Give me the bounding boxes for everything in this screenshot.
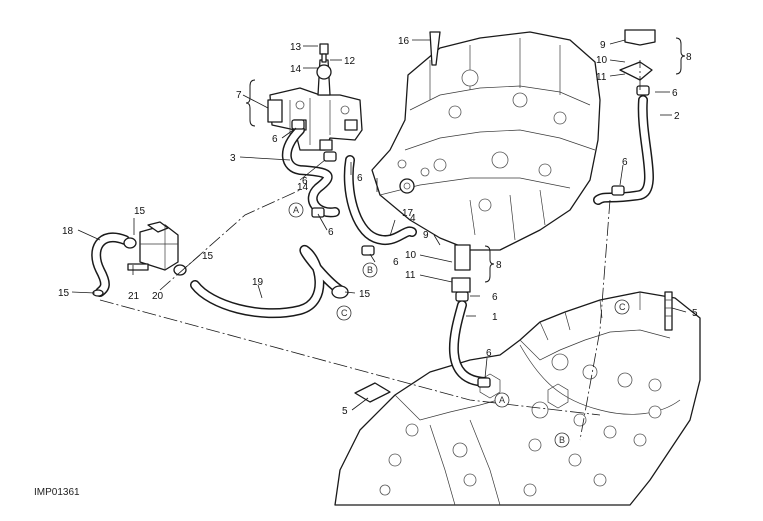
ref-letter-c: C bbox=[619, 302, 626, 312]
bracket-assembly bbox=[267, 59, 363, 151]
ref-letter-c: C bbox=[341, 308, 348, 318]
callout-17: 17 bbox=[402, 208, 414, 219]
spark-plugs bbox=[354, 291, 673, 403]
callout-15: 15 bbox=[58, 288, 70, 299]
brace-8-mid bbox=[484, 245, 495, 283]
callout-8: 8 bbox=[496, 260, 502, 271]
callout-11: 11 bbox=[405, 270, 416, 281]
callout-15: 15 bbox=[359, 289, 371, 300]
callout-14: 14 bbox=[297, 182, 309, 193]
callout-20: 20 bbox=[152, 291, 164, 302]
leader-lines bbox=[71, 39, 687, 411]
reference-markers: A A B B C C bbox=[288, 202, 630, 448]
callout-3: 3 bbox=[230, 153, 236, 164]
callout-15: 15 bbox=[202, 251, 214, 262]
callout-10: 10 bbox=[596, 55, 608, 66]
callout-14: 14 bbox=[290, 64, 302, 75]
ref-letter-b: B bbox=[559, 435, 565, 445]
callout-4: 4 bbox=[410, 213, 416, 224]
drawing-code: IMP01361 bbox=[34, 487, 80, 498]
callout-numbers: 1 2 3 4 5 5 6 6 6 6 6 6 6 6 6 7 8 8 9 9 … bbox=[58, 36, 698, 417]
callout-9: 9 bbox=[600, 40, 606, 51]
callout-6: 6 bbox=[272, 134, 278, 145]
callout-21: 21 bbox=[128, 291, 140, 302]
airbox-housing bbox=[371, 31, 601, 251]
hose-clips bbox=[291, 85, 650, 388]
callout-19: 19 bbox=[252, 277, 264, 288]
callout-2: 2 bbox=[674, 111, 680, 122]
callout-12: 12 bbox=[344, 56, 356, 67]
callout-15: 15 bbox=[134, 206, 146, 217]
callout-9: 9 bbox=[423, 230, 429, 241]
callout-6: 6 bbox=[328, 227, 334, 238]
air-valve bbox=[92, 221, 349, 299]
phantom-lines bbox=[99, 60, 641, 441]
sensors bbox=[399, 29, 656, 293]
brace-8-top bbox=[675, 37, 686, 75]
callout-16: 16 bbox=[398, 36, 410, 47]
callout-5: 5 bbox=[692, 308, 698, 319]
callout-1: 1 bbox=[492, 312, 498, 323]
ref-letter-a: A bbox=[499, 395, 505, 405]
callout-6: 6 bbox=[492, 292, 498, 303]
callout-6: 6 bbox=[393, 257, 399, 268]
callout-14-lower-6: 6 bbox=[302, 176, 308, 187]
callout-13: 13 bbox=[290, 42, 302, 53]
callout-6: 6 bbox=[357, 173, 363, 184]
hoses bbox=[91, 95, 654, 387]
engine-block bbox=[334, 291, 701, 506]
callout-5: 5 bbox=[342, 406, 348, 417]
callout-6: 6 bbox=[672, 88, 678, 99]
callout-7: 7 bbox=[236, 90, 242, 101]
screw-12-13 bbox=[319, 43, 329, 63]
callout-6: 6 bbox=[622, 157, 628, 168]
brace-7 bbox=[245, 79, 256, 127]
callout-18: 18 bbox=[62, 226, 74, 237]
ref-letter-a: A bbox=[293, 205, 299, 215]
ref-letter-b: B bbox=[367, 265, 373, 275]
callout-8: 8 bbox=[686, 52, 692, 63]
callout-6: 6 bbox=[486, 348, 492, 359]
callout-11: 11 bbox=[596, 72, 607, 83]
callout-10: 10 bbox=[405, 250, 417, 261]
